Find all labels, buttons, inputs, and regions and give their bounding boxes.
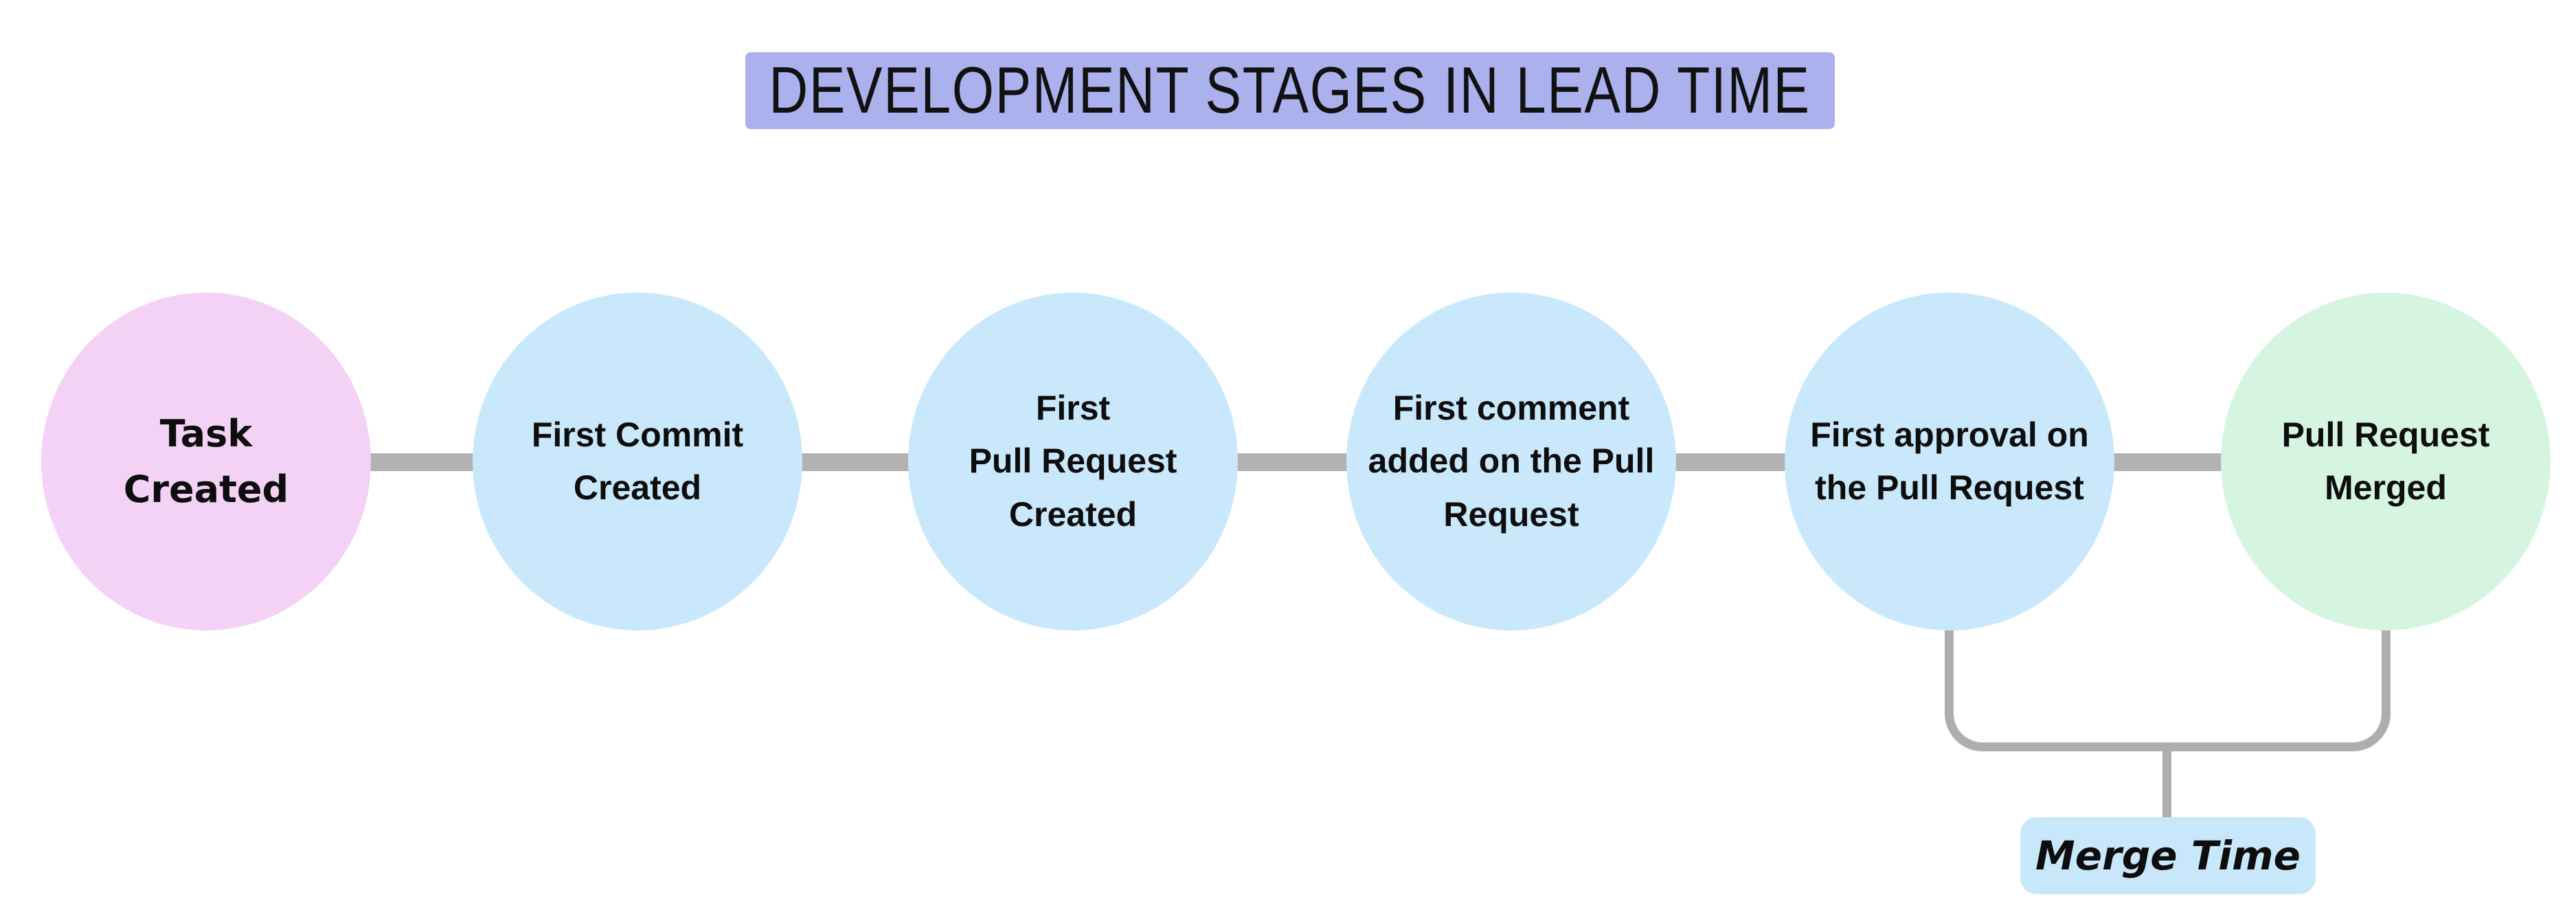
stage-label: First comment added on the Pull Request [1368, 388, 1655, 534]
diagram-title: DEVELOPMENT STAGES IN LEAD TIME [769, 54, 1811, 127]
stage-circle-first-comment-added: First comment added on the Pull Request [1346, 293, 1676, 630]
stage-circle-task-created: Task Created [41, 293, 371, 630]
stage-label: First approval on the Pull Request [1810, 415, 2089, 508]
diagram-title-banner: DEVELOPMENT STAGES IN LEAD TIME [745, 52, 1835, 129]
merge-time-bracket [1945, 628, 2391, 751]
merge-time-label-box: Merge Time [2020, 817, 2316, 894]
stage-label: First Commit Created [531, 415, 744, 508]
stage-circle-first-approval: First approval on the Pull Request [1785, 293, 2114, 630]
merge-time-label: Merge Time [2035, 832, 2301, 879]
merge-time-bracket-stem [2162, 749, 2171, 819]
stage-circle-first-commit-created: First Commit Created [473, 293, 802, 630]
stage-label: Pull Request Merged [2281, 415, 2490, 508]
stage-label: First Pull Request Created [969, 388, 1177, 534]
stage-circle-pull-request-merged: Pull Request Merged [2221, 293, 2551, 630]
stage-circle-first-pull-request-created: First Pull Request Created [908, 293, 1238, 630]
stage-label: Task Created [123, 412, 289, 511]
